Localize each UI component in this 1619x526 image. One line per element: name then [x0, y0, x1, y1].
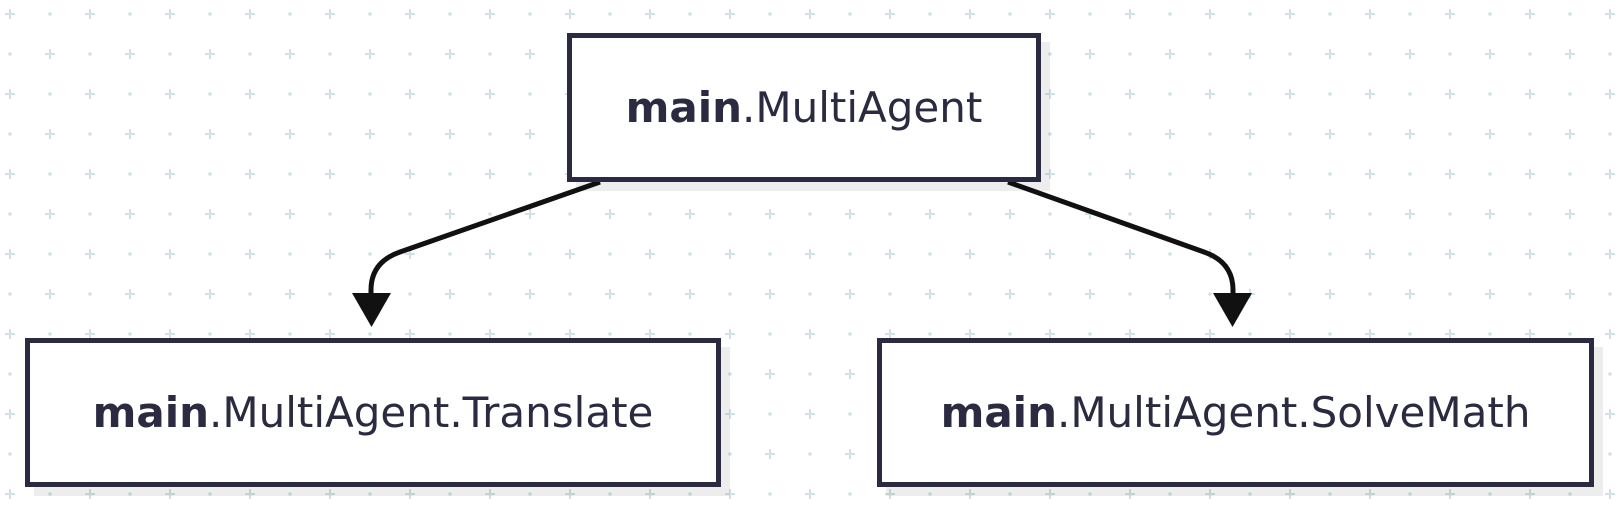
node-label: .MultiAgent.Translate — [209, 388, 654, 437]
node-label: .MultiAgent.SolveMath — [1056, 388, 1531, 437]
node-prefix: main — [625, 83, 743, 132]
node-prefix: main — [92, 388, 209, 437]
node-multiagent-translate[interactable]: main.MultiAgent.Translate — [25, 338, 721, 487]
edge-root-to-translate — [368, 179, 601, 295]
edge-root-to-solvemath — [1007, 179, 1236, 295]
arrowhead-solvemath — [1213, 293, 1252, 327]
node-multiagent[interactable]: main.MultiAgent — [567, 33, 1041, 182]
node-multiagent-solvemath[interactable]: main.MultiAgent.SolveMath — [877, 338, 1594, 487]
node-label: .MultiAgent — [742, 83, 983, 132]
node-prefix: main — [940, 388, 1057, 437]
arrowhead-translate — [352, 293, 391, 327]
